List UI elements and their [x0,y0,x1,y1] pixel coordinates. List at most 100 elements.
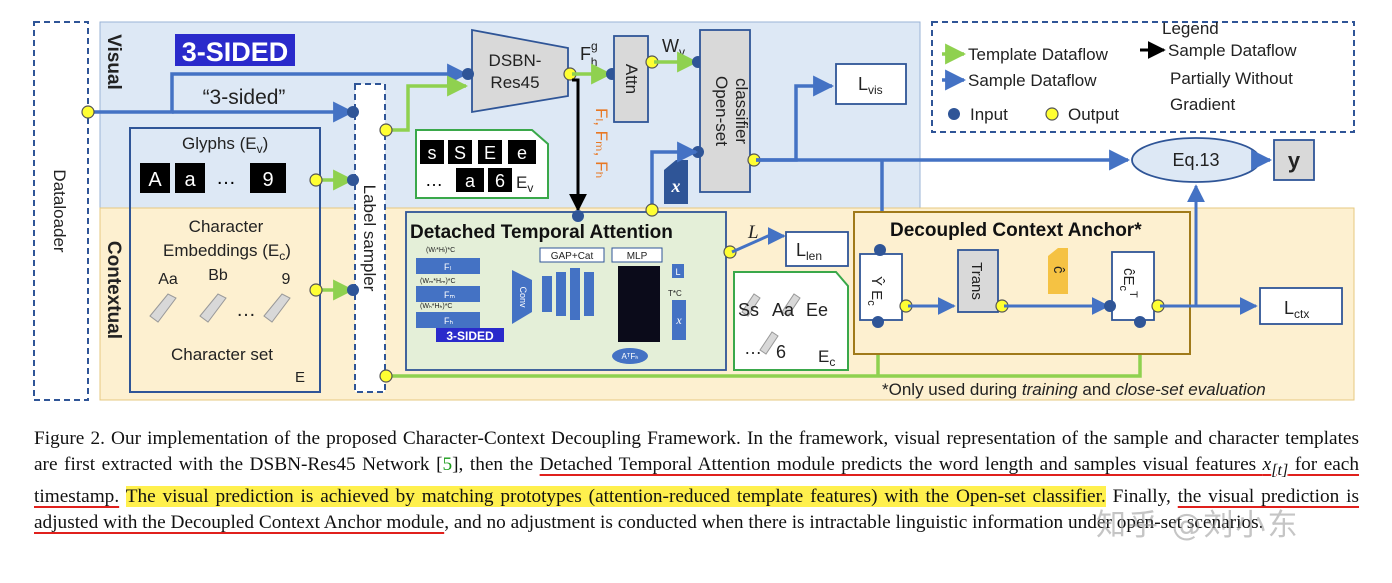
lctx-label: Lctx [1284,298,1309,321]
caption-underline-2: the visual prediction is adjusted with t… [34,485,1360,533]
dta-conv-stack [542,268,594,320]
legend-output-dot [1045,107,1059,121]
label-sampler-box [354,83,386,393]
character-set-var: E [295,369,305,386]
flow-dta-to-classifier [650,141,699,208]
y-box [1273,139,1315,181]
template-tile: E [484,143,496,163]
embed-label: Bb [208,267,228,284]
template-tiles: s S E e … a 6 [420,140,536,192]
dta-dim: (Wₕ*Hₕ)*C [420,303,453,310]
input-dot [1134,316,1146,328]
dta-title: Detached Temporal Attention [410,222,673,243]
embed-label: Aa [158,271,178,288]
legend-input-dot [948,108,960,120]
dta-word-image [436,328,504,342]
output-dot [309,283,323,297]
caption-highlight: The visual prediction is achieved by mat… [125,485,1106,507]
dsbn-label-2: Res45 [490,73,539,92]
dta-f-label: Fₗ [444,262,451,272]
c-hat-label: ĉ [1050,266,1067,274]
dta-x-box [672,300,686,340]
output-dot [309,173,323,187]
dta-l: L [675,267,680,277]
caption-mid: Finally, [1105,485,1178,507]
cet-box [1111,251,1155,321]
legend-box [931,21,1355,133]
x-token [664,160,688,204]
template-tile: … [425,170,443,190]
input-dot [872,316,884,328]
legend-output: Output [1068,105,1119,124]
attn-block [613,35,649,123]
legend-nograd-l2: Partially Without [1170,69,1293,88]
dta-feature-stack: Fₗ Fₘ Fₕ (Wₗ*Hₗ)*C (Wₘ*Hₘ)*C (Wₕ*Hₕ)*C [416,247,480,328]
lvis-label: Lvis [858,74,883,97]
glyph-tiles: A a … 9 [140,163,286,193]
flow-image-to-dsbn [88,63,469,114]
dca-hat-ec-label: Ŷ Ec [865,276,885,306]
output-dot [379,369,393,383]
caption-lead: Figure 2. Our implementation of the prop… [34,428,1359,475]
ctx-ec: Ec [818,347,835,369]
caption-tail: , and no adjustment is conducted when th… [444,511,1264,533]
figure-caption: Figure 2. Our implementation of the prop… [34,426,1359,536]
visual-section-label: Visual [103,34,124,90]
dca-title: Decoupled Context Anchor* [890,220,1142,241]
y-label: y [1288,148,1301,173]
sample-word-text: 3-SIDED [182,37,289,67]
label-sampler-label: Label sampler [360,185,379,292]
character-set-label: Character set [171,345,273,364]
input-dot [347,106,359,118]
output-dot [81,105,95,119]
dta-tc: T*C [668,289,682,298]
ctx-tile: Ee [806,300,828,320]
legend-nograd-l3: Gradient [1170,95,1235,114]
glyph-tile: … [216,167,236,189]
output-dot [379,123,393,137]
character-set-box [129,127,321,393]
c-hat-token [1048,248,1068,294]
legend-template: Template Dataflow [968,45,1109,64]
dta-l-box [672,264,684,278]
embed-dots: … [236,299,256,321]
input-dot [347,284,359,296]
dta-gap-box [539,247,605,263]
legend-input: Input [970,105,1008,124]
dta-f-label: Fₘ [444,290,455,300]
dca-module [853,211,1191,355]
dta-mlp-box [611,247,663,263]
template-tile: 6 [495,171,505,191]
cet-label: ĉEcT [1117,268,1139,298]
watermark: 知乎 @刘小东 [1096,508,1300,543]
eq13-label: Eq.13 [1172,150,1219,170]
input-dot [462,68,474,80]
legend-sample-nograd: Sample Dataflow [1168,41,1297,60]
template-tile: S [454,143,466,163]
ctx-template-vectors [741,293,801,355]
dta-mlp-label: MLP [627,251,648,262]
footnote: *Only used during training and close-set… [882,380,1266,399]
template-tile: s [428,143,437,163]
openset-label-2: classifier [732,78,751,144]
framework-diagram: Dataloader Visual Contextual 3-SIDED “3-… [33,19,1355,401]
trans-label: Trans [968,262,985,300]
dta-atfh [612,348,648,364]
dta-word-text: 3-SIDED [446,329,494,343]
flow-dsbn-to-dta [569,78,587,212]
contextual-section-label: Contextual [103,241,124,339]
attn-label: Attn [622,64,641,94]
glyph-tile: A [148,169,162,191]
flow-sampler-to-dsbn [385,75,469,132]
template-ev: Ev [516,173,533,195]
glyph-tile: a [184,169,196,191]
template-tile: a [465,171,476,191]
glyphs-title: Glyphs (Ev) [182,134,268,156]
dta-f-label: Fₕ [444,316,453,326]
embedding-vectors [149,293,291,323]
glyph-tile: 9 [262,169,273,191]
caption-ref-link[interactable]: 5 [442,454,453,475]
input-dot [874,244,886,256]
char-embed-title: Character [189,217,264,236]
